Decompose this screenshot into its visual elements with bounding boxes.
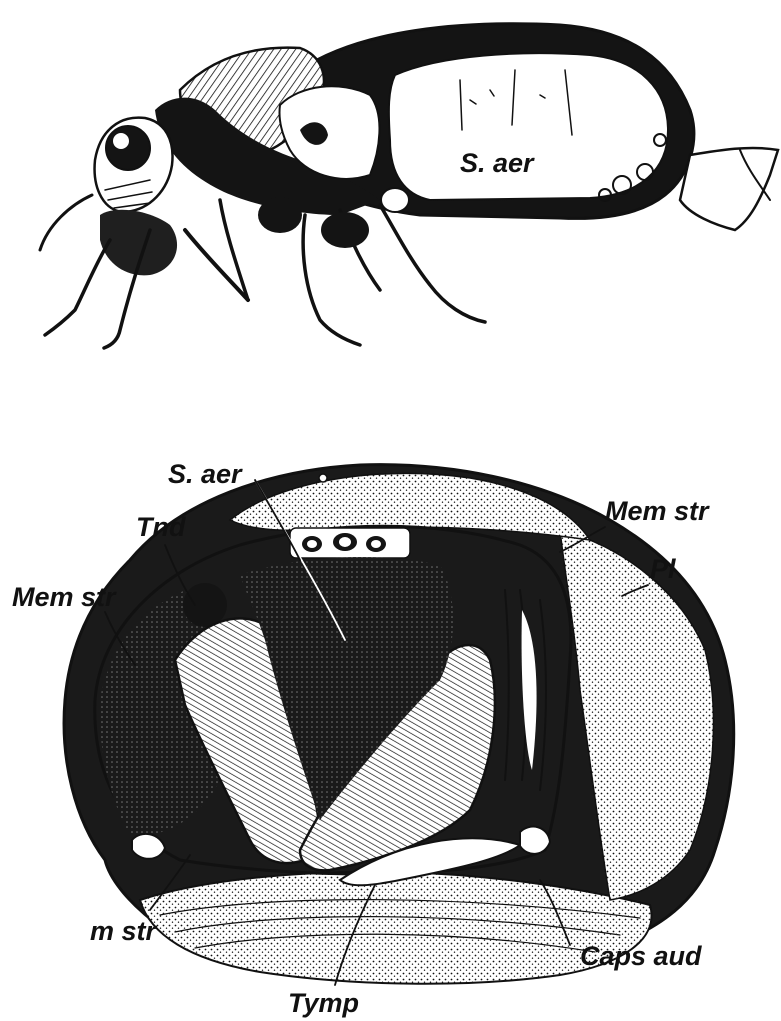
label-tymp: Tymp [288, 988, 359, 1018]
label-mem-str-right: Mem str [605, 496, 710, 526]
cicada-lateral-view: S. aer [40, 24, 778, 348]
compound-eye [106, 126, 150, 170]
label-tnd: Tnd [136, 512, 186, 542]
label-s-aer-top: S. aer [460, 148, 535, 178]
label-m-str: m str [90, 916, 158, 946]
label-mem-str-left: Mem str [12, 582, 117, 612]
label-pl: Pl [650, 554, 676, 584]
label-caps-aud: Caps aud [580, 941, 702, 971]
cicada-cross-section: S. aer Tnd Mem str Mem str Pl m str Caps… [12, 459, 734, 1018]
label-s-aer-bottom: S. aer [168, 459, 243, 489]
